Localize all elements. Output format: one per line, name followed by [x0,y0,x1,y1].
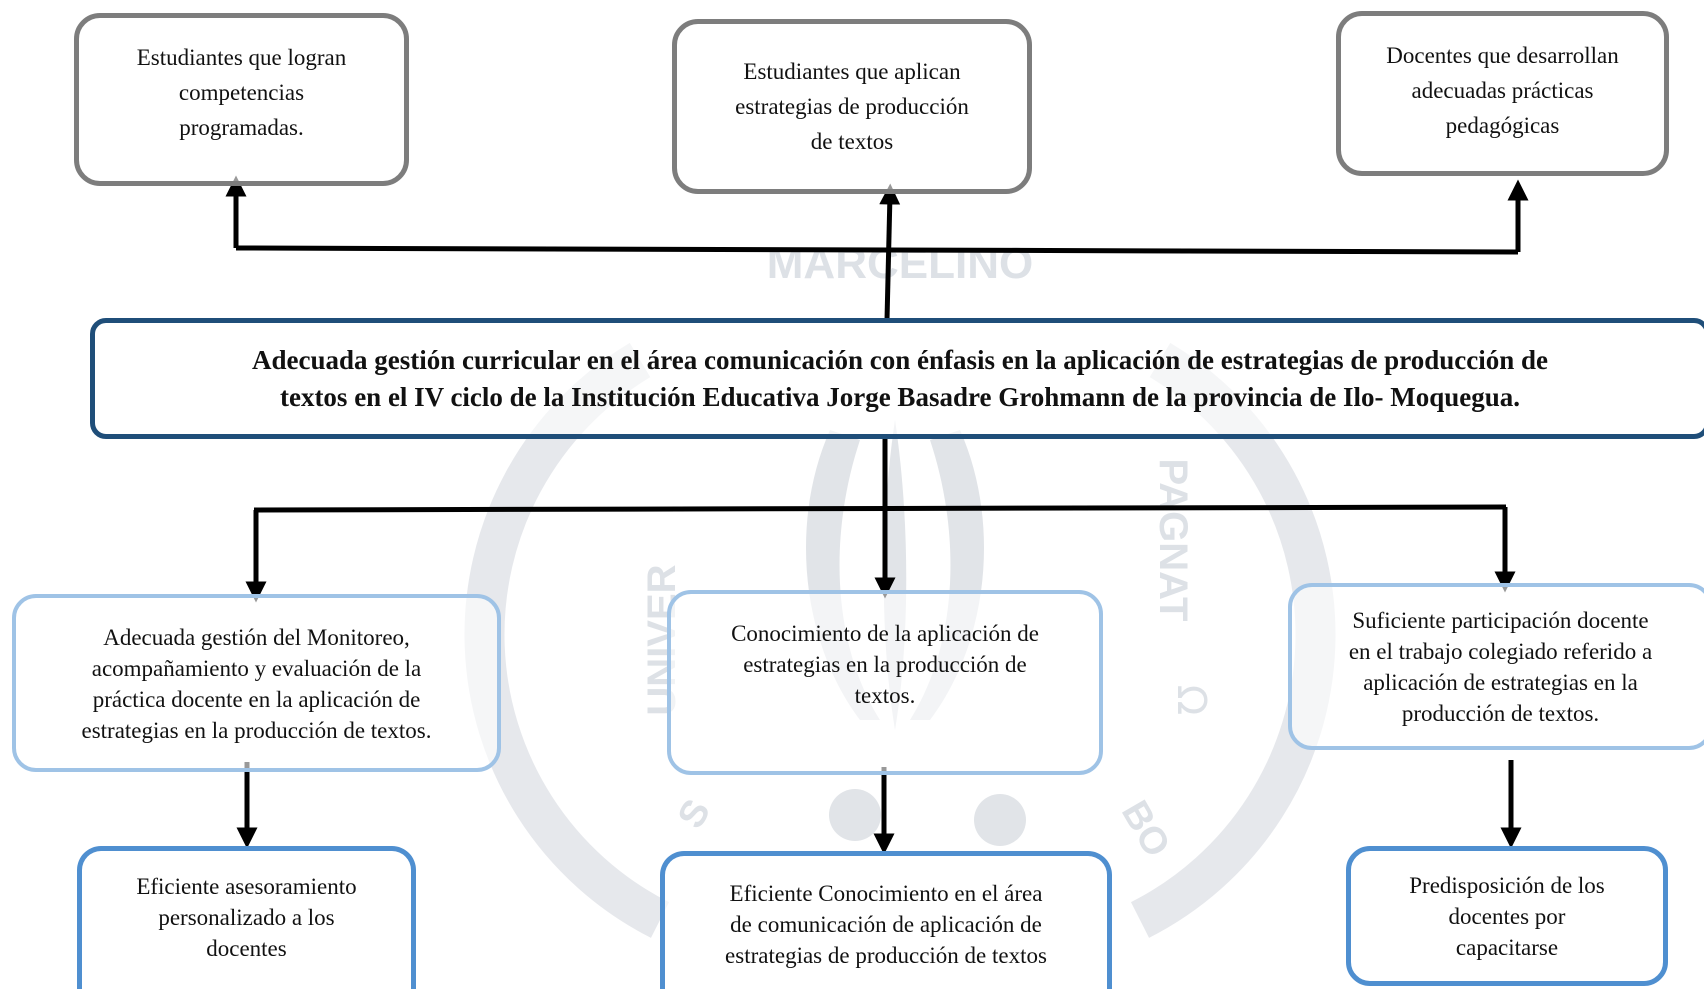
cause-text-1: Adecuada gestión del Monitoreo, acompaña… [81,625,432,743]
result-box-3: Docentes que desarrollan adecuadas práct… [1336,11,1669,176]
subcause-text-1: Eficiente asesoramiento personalizado a … [136,874,357,961]
result-box-1: Estudiantes que logran competencias prog… [74,13,409,186]
result-text-2: Estudiantes que aplican estrategias de p… [735,59,969,154]
lower-horizontal-bar [253,504,1507,513]
result-text-3: Docentes que desarrollan adecuadas práct… [1386,43,1619,138]
cause-box-3: Suficiente participación docente en el t… [1288,583,1704,750]
result-box-2: Estudiantes que aplican estrategias de p… [672,19,1032,194]
watermark-omega: Ω [1168,685,1214,716]
cause-text-3: Suficiente participación docente en el t… [1348,607,1653,726]
cause-box-2: Conocimiento de la aplicación de estrate… [667,590,1103,775]
upper-horizontal-bar [235,245,1519,255]
arrow-to-result-2 [879,183,901,321]
subcause-text-3: Predisposición de los docentes por capac… [1409,872,1605,960]
subcause-box-2: Eficiente Conocimiento en el área de com… [660,851,1112,989]
cause-box-1: Adecuada gestión del Monitoreo, acompaña… [12,594,501,772]
subcause-text-2: Eficiente Conocimiento en el área de com… [725,881,1047,968]
watermark-right-word: PAGNAT [1151,459,1195,622]
result-text-1: Estudiantes que logran competencias prog… [136,45,347,140]
central-problem-text: Adecuada gestión curricular en el área c… [252,344,1548,412]
subcause-box-1: Eficiente asesoramiento personalizado a … [77,846,416,989]
cause-text-2: Conocimiento de la aplicación de estrate… [731,621,1039,708]
subcause-box-3: Predisposición de los docentes por capac… [1346,846,1668,986]
central-problem-box: Adecuada gestión curricular en el área c… [90,318,1704,439]
watermark-top-word: MARCELINO [767,239,1033,288]
